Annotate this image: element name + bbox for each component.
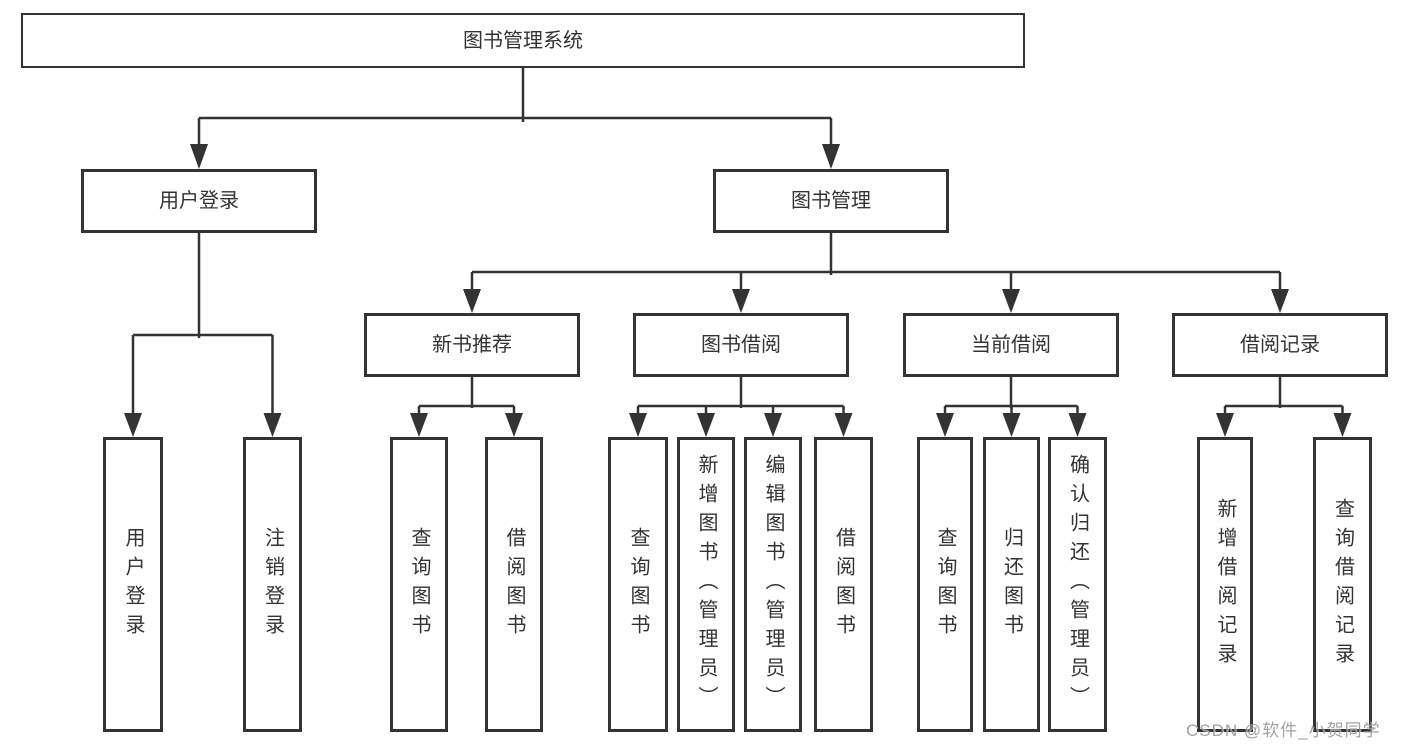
leaf-logout: 注销登录 xyxy=(243,437,302,732)
leaf-query-books-borrow: 查询图书 xyxy=(608,437,668,732)
node-borrow-records: 借阅记录 xyxy=(1172,313,1388,377)
watermark: CSDN @软件_小贺同学 xyxy=(1186,721,1381,740)
leaf-add-borrow-record: 新增借阅记录 xyxy=(1197,437,1253,732)
leaf-user-login: 用户登录 xyxy=(103,437,163,732)
leaf-query-books-current: 查询图书 xyxy=(917,437,973,732)
leaf-query-borrow-record: 查询借阅记录 xyxy=(1313,437,1372,732)
leaf-confirm-return-admin: 确认归还（管理员） xyxy=(1048,437,1107,732)
node-book-management: 图书管理 xyxy=(713,169,949,233)
leaf-borrow-books-recommend: 借阅图书 xyxy=(485,437,543,732)
leaf-edit-book-admin: 编辑图书（管理员） xyxy=(744,437,802,732)
node-book-borrow: 图书借阅 xyxy=(633,313,849,377)
node-user-login: 用户登录 xyxy=(81,169,317,233)
leaf-add-book-admin: 新增图书（管理员） xyxy=(677,437,735,732)
leaf-query-books-recommend: 查询图书 xyxy=(390,437,448,732)
leaf-return-books: 归还图书 xyxy=(983,437,1040,732)
node-current-borrow: 当前借阅 xyxy=(903,313,1119,377)
node-root: 图书管理系统 xyxy=(21,13,1025,68)
leaf-borrow-books: 借阅图书 xyxy=(814,437,873,732)
node-new-book-recommend: 新书推荐 xyxy=(364,313,580,377)
